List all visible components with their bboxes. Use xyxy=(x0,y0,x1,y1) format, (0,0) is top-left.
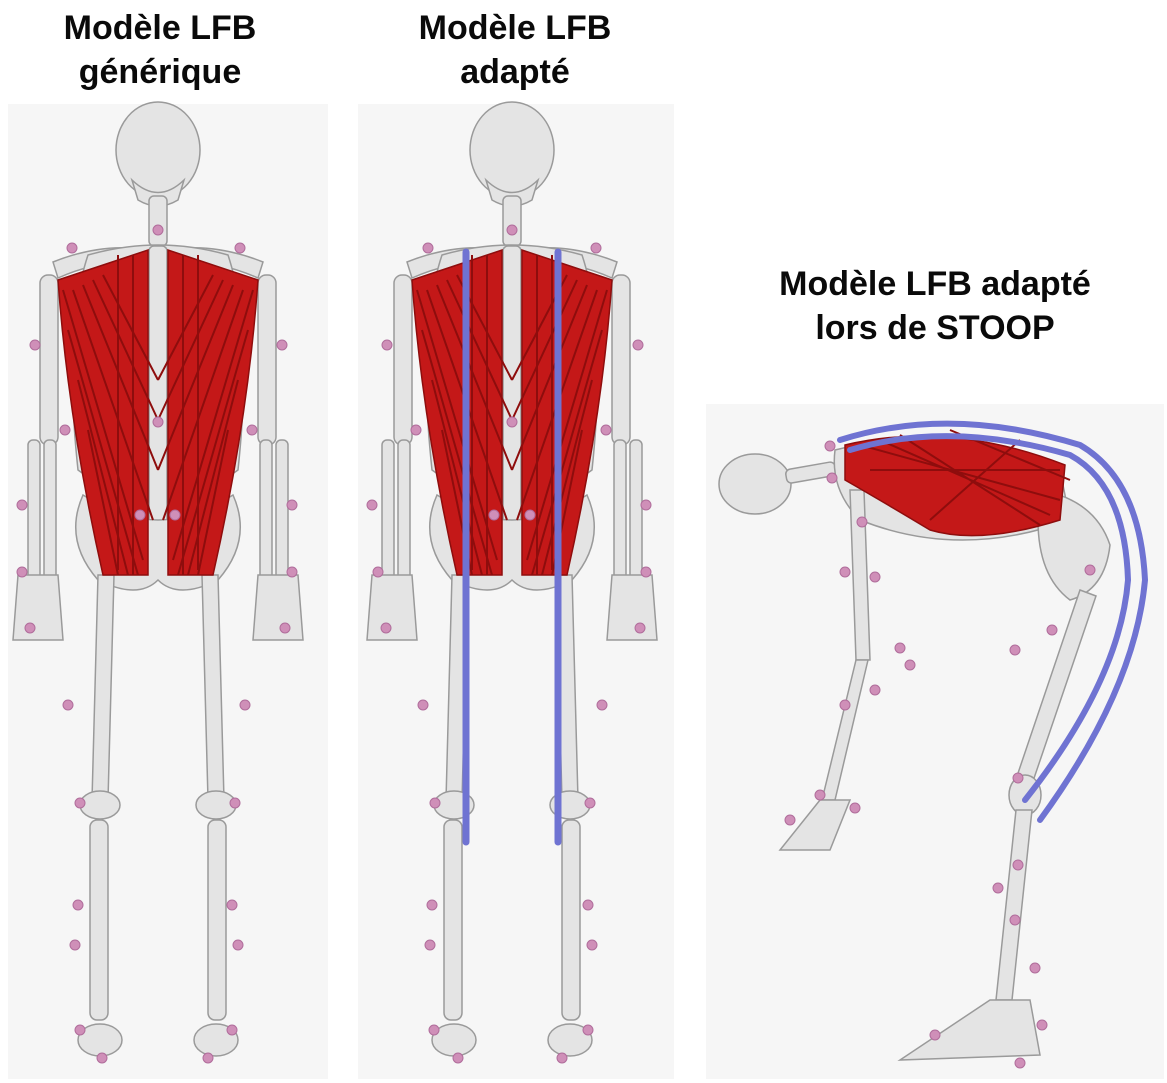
skeleton-generic xyxy=(13,102,303,1056)
skeleton-adapted xyxy=(367,102,657,1056)
skeleton-stoop xyxy=(719,424,1145,1060)
